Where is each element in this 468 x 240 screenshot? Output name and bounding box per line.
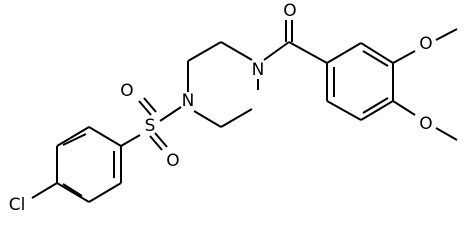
bond-chlorophenyl-inner-2 <box>62 183 83 197</box>
bond-chlorophenyl-inner-3 <box>62 133 87 146</box>
atom-sulfonyl-nitrogen: N <box>182 91 195 111</box>
atom-methoxy-oxygen-3: O <box>419 34 432 54</box>
atom-sulfonyl-oxygen-upper: O <box>120 81 133 101</box>
bond-ring-to-cl <box>31 182 58 199</box>
bond-n-to-s <box>159 106 182 122</box>
bond-dimethoxy-4 <box>360 100 394 121</box>
bond-s-o-lower-a <box>149 135 163 151</box>
bond-dimethoxy-inner-2 <box>362 97 389 114</box>
bond-ring-to-methoxy-3 <box>392 50 416 64</box>
bond-carbonyl-to-ring <box>288 41 328 64</box>
atom-carbonyl-oxygen: O <box>283 1 296 21</box>
bond-ring-to-methoxy-4 <box>392 100 416 116</box>
bond-piperazine-5 <box>220 108 253 128</box>
bond-methoxy-4-methyl <box>435 127 458 141</box>
bond-piperazine-1 <box>220 41 253 61</box>
bond-carbonyl-to-n <box>263 41 290 61</box>
atom-sulfonyl-oxygen-lower: O <box>166 151 179 171</box>
atom-sulfur: S <box>145 116 156 136</box>
bond-dimethoxy-2 <box>360 42 394 64</box>
bond-piperazine-4 <box>193 110 222 128</box>
bond-s-o-upper-b <box>143 97 157 113</box>
bond-s-o-lower-b <box>154 132 168 148</box>
bond-chlorophenyl-6 <box>88 126 122 147</box>
bond-chlorophenyl-2 <box>88 182 122 203</box>
atom-amide-nitrogen: N <box>252 60 265 80</box>
bond-s-o-upper-a <box>138 100 152 116</box>
bond-methoxy-3-methyl <box>435 28 458 41</box>
bond-dimethoxy-inner-1 <box>362 50 389 67</box>
bond-piperazine-2 <box>187 41 222 62</box>
bond-s-to-ring <box>120 134 141 147</box>
bond-dimethoxy-1 <box>326 42 362 64</box>
bond-chlorophenyl-3 <box>56 182 90 203</box>
bond-dimethoxy-5 <box>326 100 362 121</box>
bond-chlorophenyl-5 <box>56 126 90 147</box>
molecule-structure: O N N S O O O O Cl <box>9 1 458 215</box>
atom-chlorine: Cl <box>9 195 26 215</box>
atom-methoxy-oxygen-4: O <box>419 114 432 134</box>
